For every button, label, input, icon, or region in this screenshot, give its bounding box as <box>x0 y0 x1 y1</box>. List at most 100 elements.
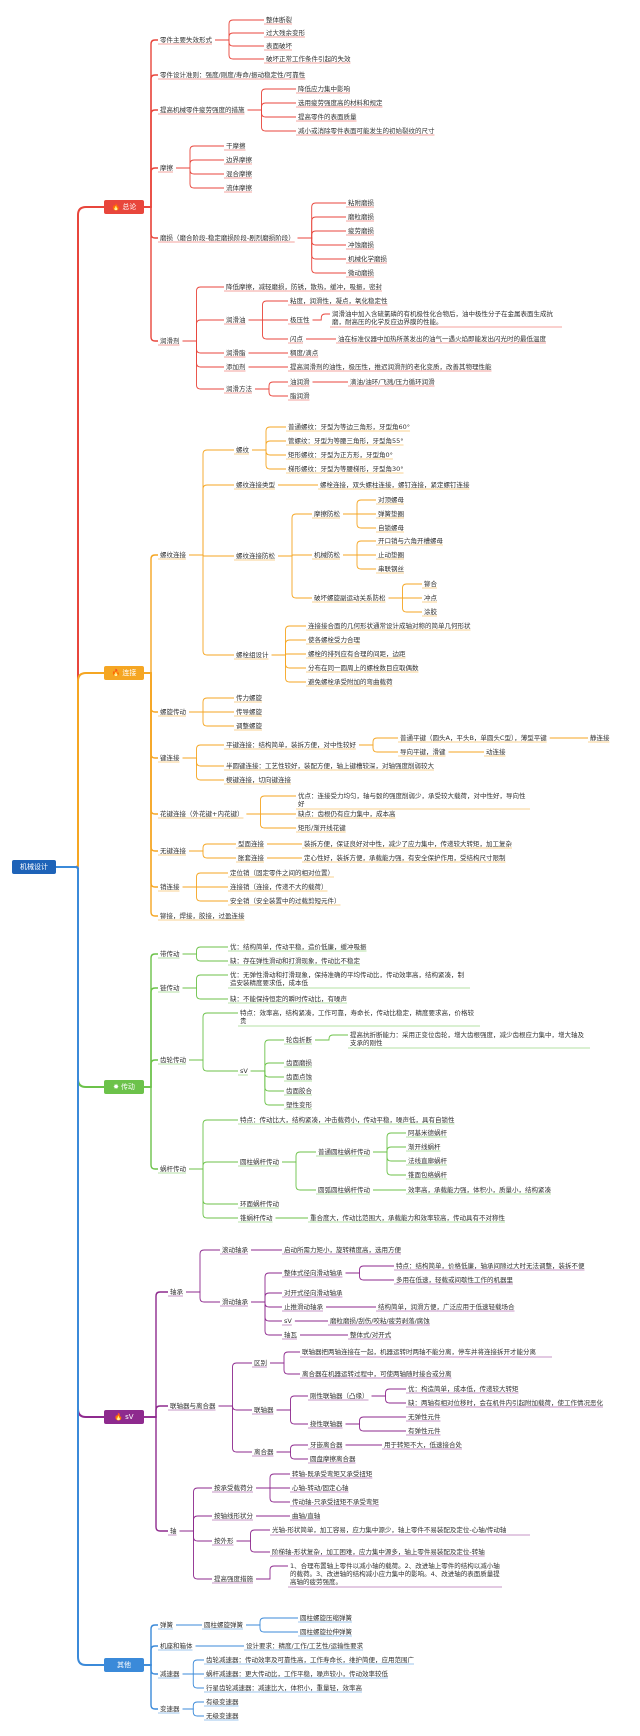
mindmap-node-c1[interactable]: 螺纹连接 <box>160 551 186 559</box>
mindmap-node-t4b1d[interactable]: 锥面包络蜗杆 <box>408 1171 447 1179</box>
mindmap-node-c7[interactable]: 铆接，焊接，胶接，过盈连接 <box>160 912 245 920</box>
mindmap-node-c1d5[interactable]: 避免螺栓承受附加的弯曲载荷 <box>308 678 393 686</box>
mindmap-node-o6b3[interactable]: 闪点 <box>290 335 303 343</box>
mindmap-node-c3a1x[interactable]: 静连接 <box>590 734 610 742</box>
mindmap-node-o6b3a[interactable]: 油在标准仪器中加热所蒸发出的油气一遇火焰即能发出闪光时的最低温度 <box>338 335 546 343</box>
category-transmission[interactable]: ✸传动 <box>104 1080 144 1094</box>
mindmap-node-o6b[interactable]: 润滑油 <box>226 316 246 324</box>
mindmap-node-c2b[interactable]: 传导螺旋 <box>236 708 262 716</box>
mindmap-node-c1a2[interactable]: 管螺纹：牙型为等腰三角形，牙型角55° <box>288 437 404 445</box>
mindmap-node-o3d[interactable]: 减小或消除零件表面可能发生的初始裂纹的尺寸 <box>298 127 435 135</box>
mindmap-node-o1a[interactable]: 整体断裂 <box>266 16 292 24</box>
mindmap-node-o5[interactable]: 磨损（磨合阶段-稳定磨损阶段-剧烈磨损阶段） <box>160 234 295 242</box>
mindmap-node-t4b2[interactable]: 圆弧圆柱蜗杆传动 <box>318 1186 370 1194</box>
mindmap-node-s1b1a[interactable]: 特点：结构简单，价格低廉，轴承间隙过大时无法调整，装拆不便 <box>396 1262 585 1270</box>
mindmap-node-s3b1[interactable]: 曲轴/直轴 <box>292 1512 321 1520</box>
mindmap-node-c4a[interactable]: 优点：连接受力均匀，轴与毂的强度削弱少，承受较大载荷，对中性好，导向性好 <box>298 792 526 808</box>
mindmap-node-c6b[interactable]: 连接销（连接，传递不大的载荷） <box>230 883 328 891</box>
mindmap-node-c3a[interactable]: 平键连接：结构简单，装拆方便，对中性较好 <box>226 741 356 749</box>
mindmap-node-s1b3[interactable]: 止推滑动轴承 <box>284 1303 323 1311</box>
mindmap-node-o4[interactable]: 摩擦 <box>160 164 173 172</box>
mindmap-node-c1b[interactable]: 螺纹连接类型 <box>236 481 275 489</box>
mindmap-node-c1c[interactable]: 螺纹连接防松 <box>236 552 275 560</box>
mindmap-node-c4[interactable]: 花键连接（外花键+内花键） <box>160 810 244 818</box>
mindmap-node-o4c[interactable]: 混合摩擦 <box>226 170 252 178</box>
mindmap-node-t4b1c[interactable]: 法线直廓蜗杆 <box>408 1157 447 1165</box>
mindmap-node-t3b4[interactable]: 齿面胶合 <box>286 1087 312 1095</box>
mindmap-node-s1a1[interactable]: 启动所需力矩小，旋转精度高，选用方便 <box>284 1246 401 1254</box>
mindmap-node-o6e1[interactable]: 油润滑 <box>290 378 310 386</box>
mindmap-node-o1c[interactable]: 表面破坏 <box>266 42 292 50</box>
mindmap-node-t4b1a[interactable]: 阿基米德蜗杆 <box>408 1129 447 1137</box>
mindmap-node-s3a2[interactable]: 心轴-转动/固定心轴 <box>292 1484 349 1492</box>
mindmap-node-t4d[interactable]: 锥蜗杆传动 <box>240 1214 273 1222</box>
root-node-mechanical-design[interactable]: 机械设计 <box>12 860 56 874</box>
mindmap-node-c3a1[interactable]: 普通平键（圆头A，平头B，单圆头C型），薄型平键 <box>400 734 547 742</box>
mindmap-node-s1b4[interactable]: sV <box>284 1317 292 1325</box>
mindmap-node-o4a[interactable]: 干摩擦 <box>226 142 246 150</box>
mindmap-node-c4b[interactable]: 缺点：齿根仍有应力集中，成本高 <box>298 810 396 818</box>
mindmap-node-c6a[interactable]: 定位销（固定零件之间的相对位置） <box>230 869 334 877</box>
mindmap-node-t4a[interactable]: 特点：传动比大，结构紧凑，冲击载荷小，传动平稳，噪声低，具有自锁性 <box>240 1116 455 1124</box>
mindmap-node-s1b1[interactable]: 整体式径向滑动轴承 <box>284 1269 343 1277</box>
mindmap-node-o3c[interactable]: 提高零件的表面质量 <box>298 113 357 121</box>
mindmap-node-o6e[interactable]: 润滑方法 <box>226 385 252 393</box>
mindmap-node-t3b3[interactable]: 齿面点蚀 <box>286 1073 312 1081</box>
mindmap-node-c5b1[interactable]: 定心性好，装拆方便，承载能力强，有安全保护作用，受结构尺寸限制 <box>304 854 506 862</box>
mindmap-node-o6[interactable]: 润滑剂 <box>160 337 180 345</box>
mindmap-node-o3a[interactable]: 降低应力集中影响 <box>298 85 350 93</box>
mindmap-node-c3b[interactable]: 半圆键连接：工艺性较好，装配方便，轴上键槽较深，对轴强度削弱较大 <box>226 762 434 770</box>
mindmap-node-s1b5[interactable]: 轴瓦 <box>284 1331 297 1339</box>
mindmap-node-o2[interactable]: 零件设计准则：强度/刚度/寿命/振动稳定性/可靠性 <box>160 71 306 79</box>
mindmap-node-r4[interactable]: 变速器 <box>160 1705 180 1713</box>
mindmap-node-o5d[interactable]: 冲蚀磨损 <box>348 241 374 249</box>
mindmap-node-t4[interactable]: 蜗杆传动 <box>160 1165 186 1173</box>
mindmap-node-t3b[interactable]: sV <box>240 1067 248 1075</box>
mindmap-node-c2[interactable]: 螺旋传动 <box>160 708 186 716</box>
mindmap-node-s3c2[interactable]: 阶梯轴-形状复杂，加工困难，应力集中源多，轴上零件易装配及定位-转轴 <box>272 1548 485 1556</box>
mindmap-node-c1a3[interactable]: 矩形螺纹：牙型为正方形，牙型角0° <box>288 451 393 459</box>
mindmap-node-t2[interactable]: 链传动 <box>160 984 180 992</box>
mindmap-node-o5e[interactable]: 机械化学磨损 <box>348 255 387 263</box>
mindmap-node-c5b[interactable]: 胀套连接 <box>238 854 264 862</box>
mindmap-node-s3d[interactable]: 提高强度措施 <box>214 1575 253 1583</box>
mindmap-node-r3a[interactable]: 齿轮减速器：传动效率及可靠性高，工作寿命长，维护简便，应用范围广 <box>206 1656 414 1664</box>
mindmap-node-c1c1a[interactable]: 对顶螺母 <box>378 496 404 504</box>
mindmap-node-c1c1c[interactable]: 自锁螺母 <box>378 524 404 532</box>
mindmap-node-t3b1a[interactable]: 提高抗折断能力：采用正变位齿轮，增大齿根强度，减少齿根应力集中，增大轴及支承的刚… <box>350 1031 584 1047</box>
mindmap-node-s2b1[interactable]: 刚性联轴器（凸缘） <box>310 1392 369 1400</box>
mindmap-node-c1b1[interactable]: 螺栓连接，双头螺柱连接，螺钉连接，紧定螺钉连接 <box>320 481 470 489</box>
mindmap-node-o5b[interactable]: 磨粒磨损 <box>348 213 374 221</box>
mindmap-node-s2[interactable]: 联轴器与离合器 <box>170 1402 216 1410</box>
mindmap-node-c2c[interactable]: 调整螺旋 <box>236 722 262 730</box>
mindmap-node-s3d1[interactable]: 1、合理布置轴上零件以减小轴的载荷。2、改进轴上零件的结构以减小轴的载荷。3、改… <box>290 1562 500 1586</box>
mindmap-node-s3[interactable]: 轴 <box>170 1527 177 1535</box>
mindmap-node-c1c3c[interactable]: 涂胶 <box>424 608 437 616</box>
mindmap-node-c3a2[interactable]: 导向平键，滑键 <box>400 748 446 756</box>
mindmap-node-o6e2[interactable]: 脂润滑 <box>290 392 310 400</box>
mindmap-node-r2a[interactable]: 设计要求：精度/工作/工艺性/运输性要求 <box>246 1642 364 1650</box>
mindmap-node-o1[interactable]: 零件主要失效形式 <box>160 36 212 44</box>
mindmap-node-c1c2[interactable]: 机械防松 <box>314 551 340 559</box>
mindmap-node-c3a2x[interactable]: 动连接 <box>486 748 506 756</box>
mindmap-node-c4c[interactable]: 矩形/渐开线花键 <box>298 824 346 832</box>
mindmap-node-o6b2a[interactable]: 润滑油中加入含硫氯磷的有机极性化合物后，油中极性分子在金属表面生成抗磨，耐高压的… <box>332 310 553 326</box>
mindmap-node-c5[interactable]: 无键连接 <box>160 847 186 855</box>
mindmap-node-s3b[interactable]: 按轴线形状分 <box>214 1512 253 1520</box>
mindmap-node-r1a2[interactable]: 圆柱螺旋拉伸弹簧 <box>300 1628 352 1636</box>
mindmap-node-c1d4[interactable]: 分布在同一圆周上的螺栓数目应取偶数 <box>308 664 419 672</box>
mindmap-node-s2b2b[interactable]: 有弹性元件 <box>408 1427 441 1435</box>
mindmap-node-c1c3a[interactable]: 铆合 <box>424 580 437 588</box>
mindmap-node-s2b2[interactable]: 挠性联轴器 <box>310 1420 343 1428</box>
mindmap-node-s1b4a[interactable]: 磨粒磨损/刮伤/咬粘/疲劳剥落/腐蚀 <box>330 1317 430 1325</box>
mindmap-node-c1c3b[interactable]: 冲点 <box>424 594 437 602</box>
mindmap-node-o3b[interactable]: 选用疲劳强度高的材料和规定 <box>298 99 383 107</box>
mindmap-node-r2[interactable]: 机座和箱体 <box>160 1642 193 1650</box>
mindmap-node-s1b3a[interactable]: 结构简单，润滑方便，广泛应用于低速轻载场合 <box>378 1303 515 1311</box>
category-shafting[interactable]: 🔥sV <box>104 1410 144 1424</box>
mindmap-node-s2a1[interactable]: 联轴器把两轴连接在一起，机器运转时两轴不能分离，停车并将连接拆开才能分离 <box>302 1348 536 1356</box>
mindmap-node-c2a[interactable]: 传力螺旋 <box>236 694 262 702</box>
mindmap-node-t2a[interactable]: 优：无弹性滑动和打滑现象，保持准确的平均传动比，传动效率高，结构紧凑，制造安装精… <box>230 971 464 987</box>
mindmap-node-s1b5a[interactable]: 整体式/对开式 <box>350 1331 392 1339</box>
mindmap-node-s3a1[interactable]: 转轴-既承受弯矩又承受扭矩 <box>292 1470 373 1478</box>
